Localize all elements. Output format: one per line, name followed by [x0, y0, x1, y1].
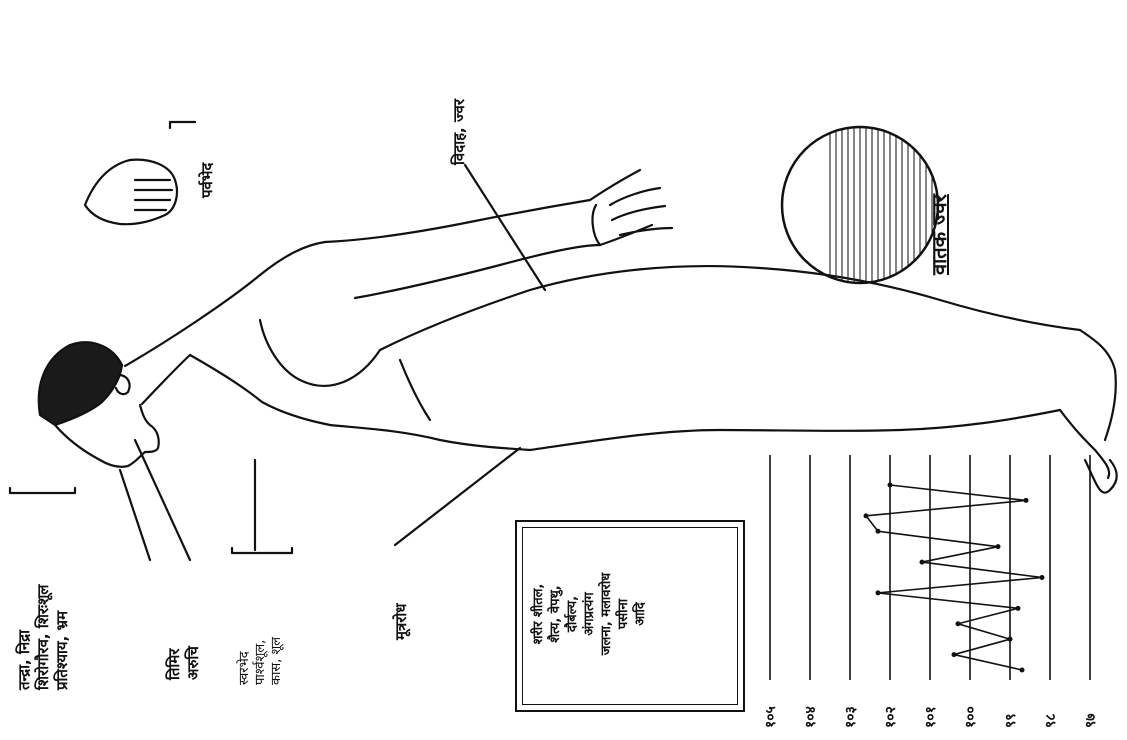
y-tick-label: १०५ [763, 706, 779, 728]
y-tick-label: १०४ [803, 706, 819, 728]
temperature-point [996, 544, 1001, 549]
temperature-point [1008, 637, 1013, 642]
temperature-point [952, 652, 957, 657]
temperature-point [1040, 575, 1045, 580]
temperature-line [866, 485, 1042, 670]
temperature-point [1016, 606, 1021, 611]
temperature-point [876, 529, 881, 534]
temperature-point [1020, 668, 1025, 673]
temperature-point [876, 590, 881, 595]
y-tick-label: १०३ [843, 706, 859, 728]
temperature-point [888, 483, 893, 488]
y-tick-label: १०१ [923, 706, 939, 728]
temperature-point [1024, 498, 1029, 503]
temperature-point [864, 513, 869, 518]
temperature-point [920, 560, 925, 565]
y-tick-label: १०० [963, 706, 979, 728]
y-tick-label: १०२ [883, 706, 899, 728]
y-tick-label: ९८ [1043, 713, 1059, 728]
y-tick-label: ९९ [1003, 713, 1019, 728]
y-tick-label: ९७ [1083, 713, 1099, 728]
temperature-point [956, 621, 961, 626]
